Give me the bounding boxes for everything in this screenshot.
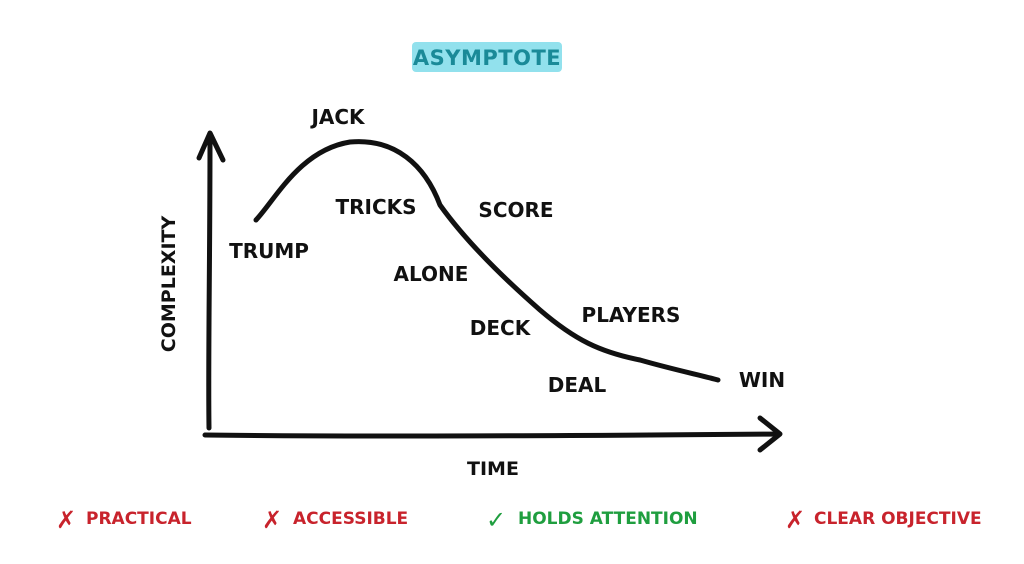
x-axis-label: TIME (467, 458, 519, 480)
criteria-row: ✗ PRACTICAL ✗ ACCESSIBLE ✓ HOLDS ATTENTI… (56, 506, 982, 534)
y-axis-line (206, 137, 213, 431)
complexity-curve (253, 139, 721, 383)
diagram-title: ASYMPTOTE (413, 46, 561, 70)
term-win: WIN (739, 368, 785, 392)
criterion-clear-objective: ✗ CLEAR OBJECTIVE (785, 506, 982, 534)
cross-icon: ✗ (785, 506, 805, 534)
criterion-label: HOLDS ATTENTION (518, 509, 698, 529)
criterion-holds-attention: ✓ HOLDS ATTENTION (486, 506, 698, 534)
x-axis-arrowhead (757, 415, 783, 453)
check-icon: ✓ (486, 506, 506, 534)
title-highlight (412, 42, 562, 72)
cross-icon: ✗ (56, 506, 76, 534)
criterion-label: ACCESSIBLE (293, 509, 408, 529)
term-alone: ALONE (394, 262, 469, 286)
term-score: SCORE (478, 198, 553, 222)
term-tricks: TRICKS (335, 195, 416, 219)
criterion-label: PRACTICAL (86, 509, 192, 529)
cross-icon: ✗ (262, 506, 282, 534)
y-axis-arrowhead (196, 130, 226, 163)
term-deal: DEAL (548, 373, 607, 397)
y-axis-label: COMPLEXITY (158, 216, 180, 353)
criterion-practical: ✗ PRACTICAL (56, 506, 192, 534)
term-deck: DECK (470, 316, 532, 340)
term-trump: TRUMP (229, 239, 309, 263)
x-axis-line (202, 431, 781, 439)
term-players: PLAYERS (582, 303, 681, 327)
criterion-accessible: ✗ ACCESSIBLE (262, 506, 408, 534)
criterion-label: CLEAR OBJECTIVE (814, 509, 982, 529)
term-jack: JACK (309, 105, 366, 129)
